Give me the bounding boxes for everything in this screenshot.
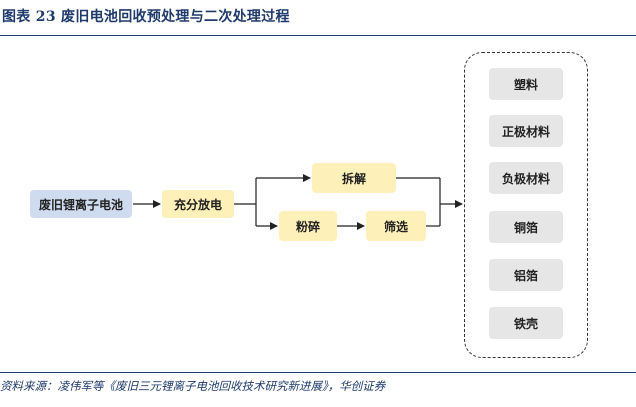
node-discharge: 充分放电 [162, 190, 234, 218]
node-sieve: 筛选 [366, 211, 426, 241]
source-divider [0, 372, 636, 373]
source-note: 资料来源：凌伟军等《废旧三元锂离子电池回收技术研究新进展》，华创证券 [0, 379, 386, 393]
figure-title: 图表 23 废旧电池回收预处理与二次处理过程 [2, 9, 290, 25]
output-item: 铁壳 [489, 307, 563, 339]
output-item: 负极材料 [489, 162, 563, 194]
title-divider [0, 35, 636, 36]
output-item: 塑料 [489, 68, 563, 100]
output-item: 铜箔 [489, 211, 563, 243]
output-item: 铝箔 [489, 259, 563, 291]
output-materials-group [464, 52, 588, 358]
node-crush: 粉碎 [279, 211, 337, 241]
output-item: 正极材料 [489, 115, 563, 147]
node-battery: 废旧锂离子电池 [30, 190, 132, 218]
node-disassemble: 拆解 [312, 163, 396, 193]
